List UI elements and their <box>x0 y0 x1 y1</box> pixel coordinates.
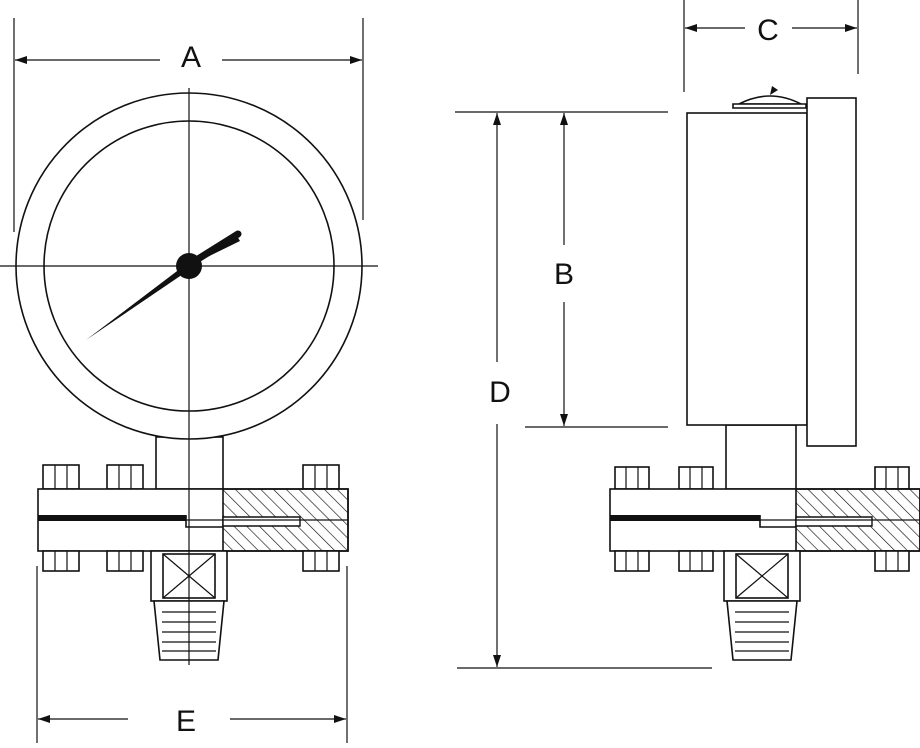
side-bolts-bottom <box>614 550 910 572</box>
dimension-a-label: A <box>181 41 201 74</box>
dimension-c-label: C <box>757 14 779 47</box>
pointer-hub <box>176 253 202 279</box>
dimension-c: C <box>683 0 859 92</box>
reset-knob-icon <box>732 86 807 109</box>
side-flange <box>609 488 920 552</box>
gauge-pointer <box>86 230 242 340</box>
dimension-e-label: E <box>176 705 196 738</box>
front-bolts-bottom <box>42 550 340 572</box>
dimension-d-label: D <box>489 376 511 409</box>
dimension-e: E <box>36 566 348 743</box>
side-bezel <box>806 97 857 447</box>
dimension-a: A <box>13 18 364 232</box>
front-view <box>0 88 378 665</box>
front-bolts-top <box>42 464 340 490</box>
side-connection <box>723 550 801 661</box>
dimension-b-label: B <box>554 258 574 291</box>
side-stem <box>725 424 797 490</box>
dimension-d: D <box>455 111 712 669</box>
front-flange <box>37 488 349 552</box>
side-view <box>609 86 920 661</box>
dimension-b: B <box>522 111 668 428</box>
side-case <box>686 112 808 426</box>
